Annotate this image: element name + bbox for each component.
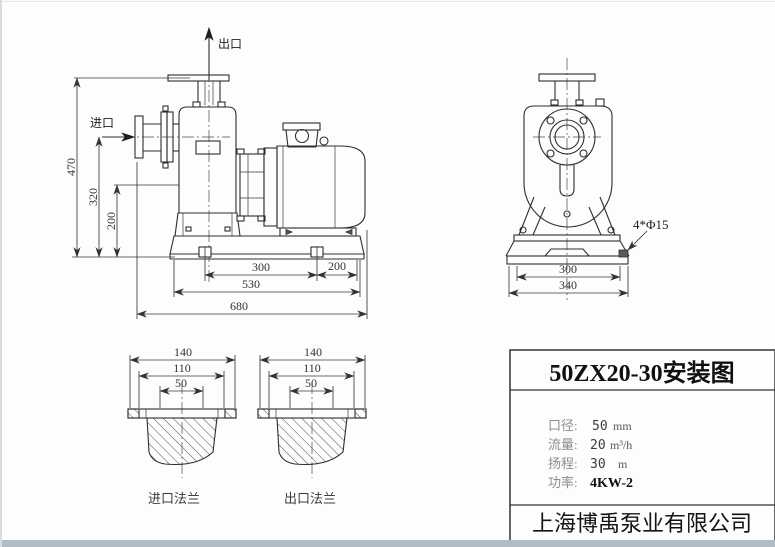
anchor-bolt-hole <box>618 249 629 258</box>
bolt-tick <box>192 101 201 108</box>
dim-300: 300 <box>559 262 577 276</box>
foot-mark <box>285 228 294 236</box>
motor-front-ring <box>263 147 278 227</box>
priming-plug <box>595 98 605 107</box>
pump-body-outline <box>523 105 613 228</box>
suction-flange-raised-face <box>549 119 585 155</box>
dim-680: 680 <box>230 299 248 313</box>
dim-110: 110 <box>303 361 321 375</box>
support-leg <box>599 196 616 236</box>
support-leg <box>532 206 546 236</box>
bolt-tick <box>236 148 245 155</box>
spec-unit-flow: m³/h <box>610 438 632 452</box>
foot-mark <box>344 228 353 236</box>
motor-body <box>276 145 366 229</box>
flange-bolt-hole <box>546 149 555 158</box>
pedestal-bottom-edge <box>506 248 629 257</box>
bolt-tick <box>162 105 169 112</box>
dim-300: 300 <box>252 260 270 274</box>
pump-foot <box>174 212 241 237</box>
bolt-tick <box>224 226 231 232</box>
spec-value-diameter: 50 <box>592 419 608 434</box>
bolt-tick <box>257 215 266 222</box>
terminal-box <box>285 129 319 148</box>
outlet-flange-label: 出口法兰 <box>284 491 336 506</box>
flange-bolt-hole <box>579 116 588 125</box>
outlet-flange-section: 140 110 50 出口法兰 <box>257 345 367 506</box>
suction-bore <box>554 124 580 150</box>
spec-label-diameter: 口径: <box>548 418 578 433</box>
flange-hub-section <box>276 417 348 466</box>
flange-bolt-hole <box>579 149 588 158</box>
bolt-tick <box>575 99 584 106</box>
dim-110: 110 <box>173 361 191 375</box>
spec-value-head: 30 <box>590 457 606 472</box>
leg-bolt <box>519 226 527 234</box>
inlet-flange-plate <box>166 111 174 163</box>
dim-140: 140 <box>174 345 192 359</box>
drain-plug <box>563 210 571 218</box>
support-leg <box>588 206 602 236</box>
dim-320: 320 <box>86 188 100 206</box>
base-plate <box>506 255 629 265</box>
lifting-eye <box>319 136 329 146</box>
front-view: 4*Φ15 300 340 <box>505 58 669 300</box>
bolt-tick <box>162 162 169 169</box>
flange-plate-hatch <box>224 408 237 419</box>
dim-50: 50 <box>175 376 187 390</box>
outlet-flange <box>538 73 596 82</box>
flange-plate-hatch <box>354 408 367 419</box>
inlet-label: 进口 <box>90 116 114 130</box>
bolt-tick <box>257 148 266 155</box>
pedestal-side <box>505 240 515 257</box>
spec-unit-head: m <box>618 457 628 471</box>
dim-340: 340 <box>559 278 577 292</box>
dim-470: 470 <box>64 158 78 176</box>
flange-hub-section <box>146 417 218 466</box>
spec-value-power: 4KW-2 <box>590 476 633 491</box>
dim-530: 530 <box>242 277 260 291</box>
spec-value-flow: 20 <box>590 438 606 453</box>
spec-label-head: 扬程: <box>548 456 578 471</box>
outlet-label: 出口 <box>218 37 242 51</box>
side-view: 出口 进口 <box>64 26 368 319</box>
drawing-title: 50ZX20-30安装图 <box>549 359 734 387</box>
inlet-flange-plate <box>134 115 144 159</box>
bolt-tick <box>550 99 559 106</box>
inlet-flange-label: 进口法兰 <box>148 491 200 506</box>
flange-plate-hatch <box>127 408 140 419</box>
drain-slot <box>559 165 575 197</box>
spec-label-flow: 流量: <box>548 437 578 452</box>
support-leg <box>518 196 535 236</box>
spec-label-power: 功率: <box>548 475 578 490</box>
flange-bolt-hole <box>546 116 555 125</box>
dim-200v: 200 <box>104 212 118 230</box>
pump-nameplate <box>195 140 221 155</box>
bolt-holes-note: 4*Φ15 <box>633 217 669 232</box>
bolt-tick <box>185 226 192 232</box>
dim-200h: 200 <box>328 259 346 273</box>
dim-50: 50 <box>305 376 317 390</box>
bearing-bracket <box>239 153 265 217</box>
leader-line <box>627 230 648 251</box>
suction-flange-outer <box>538 108 596 166</box>
terminal-box-port <box>294 128 310 144</box>
company-name: 上海博禹泵业有限公司 <box>532 511 752 536</box>
pedestal-plate <box>513 234 621 242</box>
footer-bar <box>2 540 775 547</box>
pump-body-outline <box>178 106 237 214</box>
terminal-box-lid <box>282 122 321 131</box>
flange-plate-hatch <box>257 408 270 419</box>
title-block: 50ZX20-30安装图 口径: 50 mm 流量: 20 m³/h 扬程: 3… <box>509 349 775 544</box>
leg-bolt <box>607 226 615 234</box>
dim-140: 140 <box>304 345 322 359</box>
inlet-flange-section: 140 110 50 进口法兰 <box>127 345 237 506</box>
bolt-tick <box>236 215 245 222</box>
spec-unit-diameter: mm <box>613 419 632 433</box>
bolt-tick <box>217 101 226 108</box>
